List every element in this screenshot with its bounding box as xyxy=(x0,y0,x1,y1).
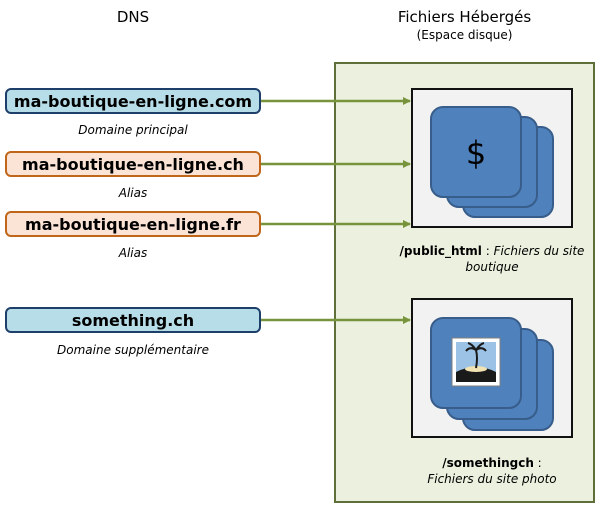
folder-description: Fichiers du site boutique xyxy=(465,244,585,274)
svg-text:$: $ xyxy=(466,134,486,172)
folder-path: /public_html xyxy=(399,244,482,258)
folder-path: /somethingch xyxy=(442,456,534,470)
domain-box-alias-fr: ma-boutique-en-ligne.fr xyxy=(5,211,261,237)
folder-label-public-html: /public_html : Fichiers du site boutique xyxy=(399,244,585,274)
domain-box-addon: something.ch xyxy=(5,307,261,333)
domain-caption-alias-fr: Alias xyxy=(118,246,148,260)
dollar-icon: $ xyxy=(466,134,486,172)
domain-box-alias-ch: ma-boutique-en-ligne.ch xyxy=(5,151,261,177)
file-stack-public-html: $ xyxy=(430,106,554,218)
domain-caption-addon: Domaine supplémentaire xyxy=(57,343,209,357)
domain-caption-main: Domaine principal xyxy=(78,123,188,137)
domain-caption-alias-ch: Alias xyxy=(118,186,148,200)
folder-label-somethingch: /somethingch :Fichiers du site photo xyxy=(427,456,557,486)
domain-box-main: ma-boutique-en-ligne.com xyxy=(5,88,261,114)
island-photo-icon xyxy=(451,337,501,387)
files-heading: Fichiers Hébergés xyxy=(397,8,532,26)
folder-description: Fichiers du site photo xyxy=(427,472,557,486)
file-stack-somethingch xyxy=(430,317,554,431)
dns-heading: DNS xyxy=(116,8,150,26)
files-subheading: (Espace disque) xyxy=(416,28,513,42)
